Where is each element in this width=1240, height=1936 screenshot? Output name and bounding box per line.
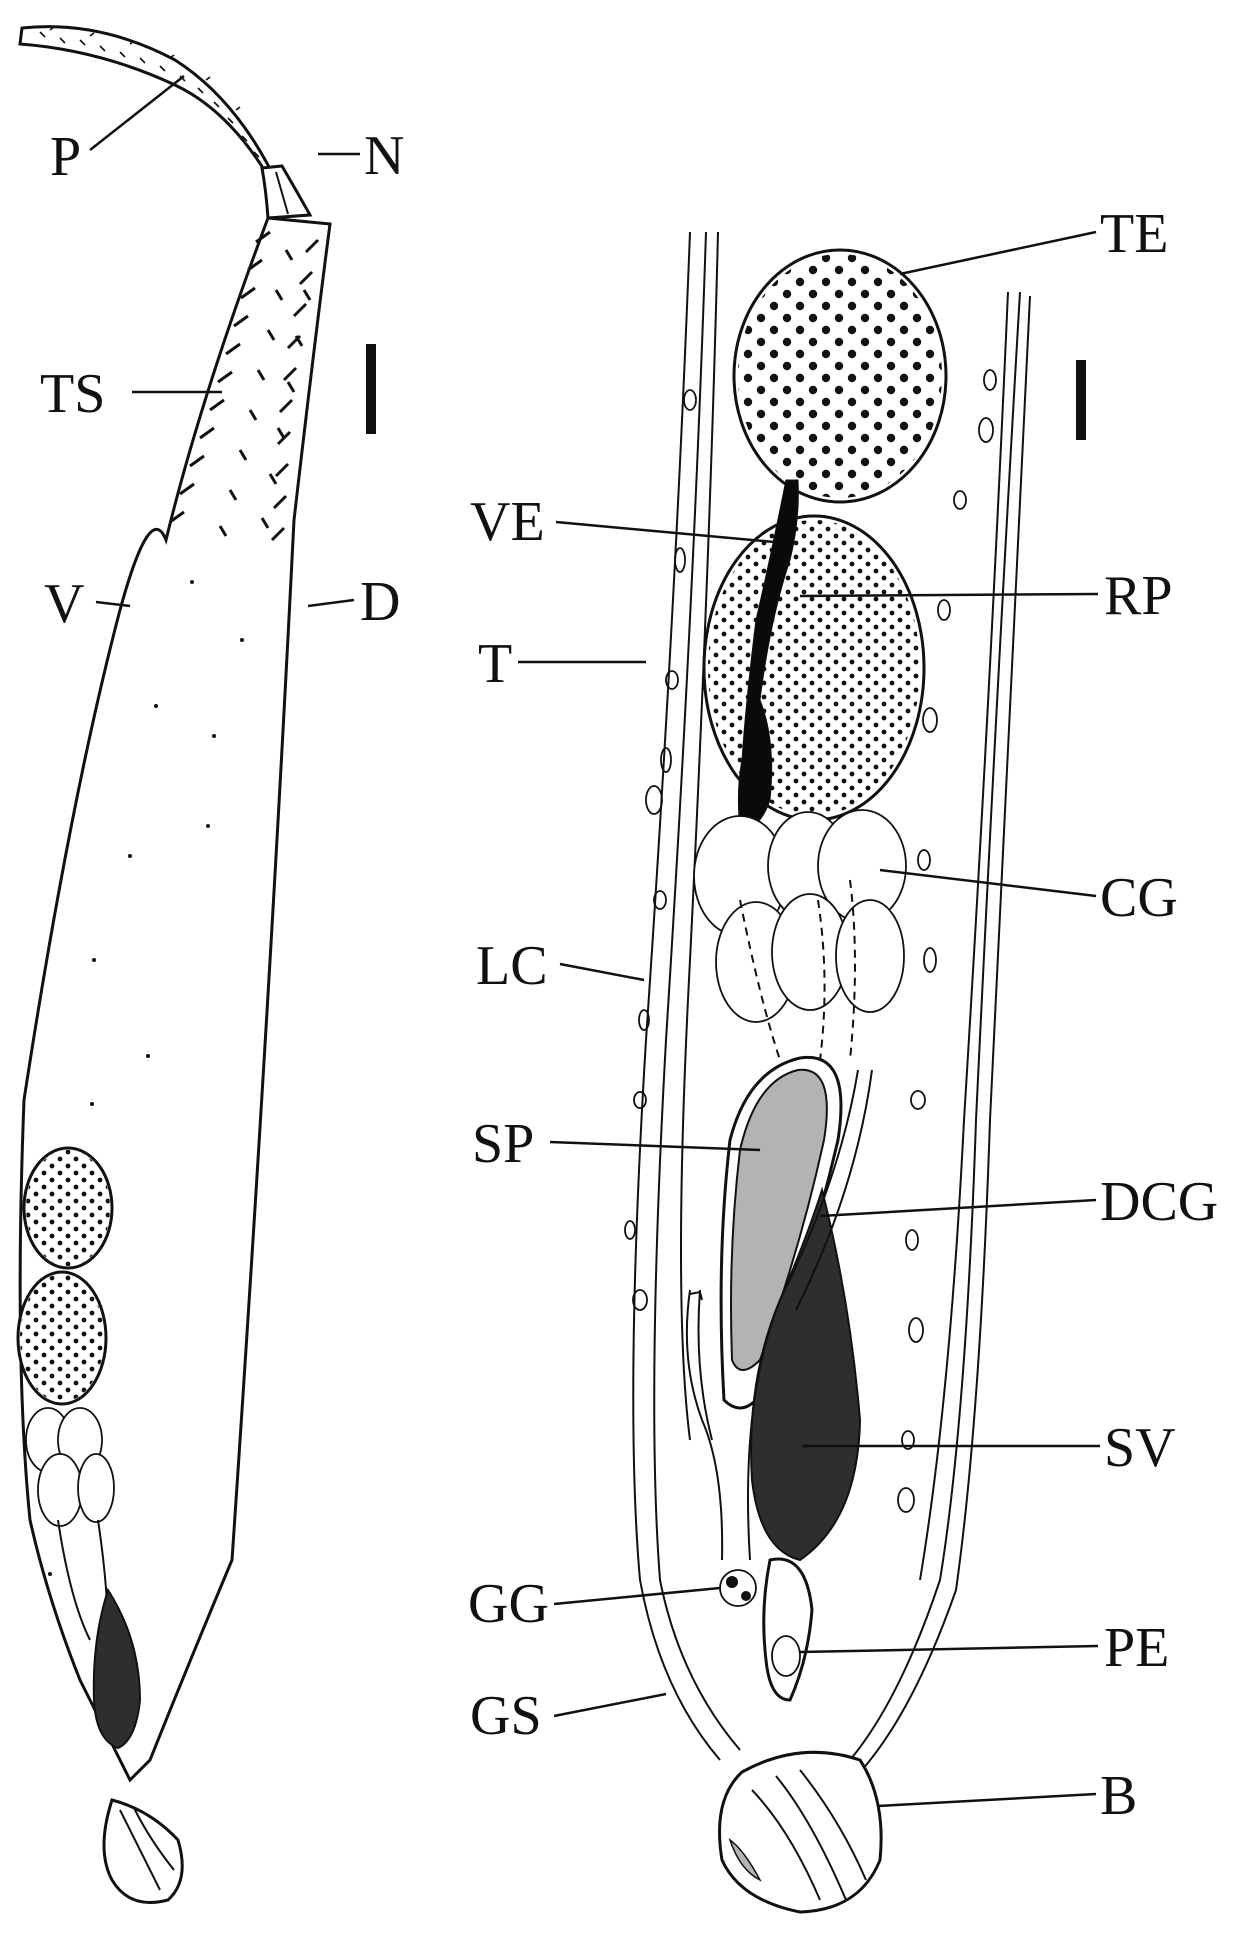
trunk bbox=[18, 216, 332, 1783]
label-PE: PE bbox=[1104, 1617, 1169, 1679]
left-seminal-vesicle bbox=[92, 1587, 142, 1750]
cement-gland-duct bbox=[747, 1069, 873, 1561]
label-GS: GS bbox=[470, 1685, 542, 1747]
lacunar-canal-cells bbox=[624, 369, 997, 1513]
penis bbox=[762, 1557, 814, 1702]
label-N: N bbox=[364, 125, 404, 187]
right-body-wall-right bbox=[849, 291, 1021, 1761]
panel-left bbox=[16, 25, 332, 1904]
label-TS: TS bbox=[40, 363, 105, 425]
label-VE: VE bbox=[470, 491, 545, 553]
proboscis-hooks bbox=[39, 26, 260, 158]
right-testis-anterior-dots bbox=[738, 254, 942, 498]
label-SP: SP bbox=[472, 1113, 534, 1175]
left-scale-bar bbox=[366, 344, 376, 434]
label-DCG: DCG bbox=[1100, 1171, 1218, 1233]
label-TE: TE bbox=[1100, 203, 1168, 265]
panel-right bbox=[624, 231, 1086, 1914]
left-testis-anterior-dots bbox=[26, 1150, 110, 1266]
left-labels: P N TS V D bbox=[40, 75, 404, 635]
genital-ganglion bbox=[719, 1569, 757, 1607]
label-SV: SV bbox=[1104, 1417, 1176, 1479]
trunk-dots bbox=[48, 580, 244, 1576]
neck bbox=[260, 164, 313, 220]
saefftigens-pouch bbox=[730, 1068, 828, 1371]
right-scale-bar bbox=[1076, 360, 1086, 440]
label-LC: LC bbox=[476, 935, 548, 997]
label-P: P bbox=[50, 126, 81, 188]
right-body-wall-left bbox=[632, 231, 721, 1761]
label-V: V bbox=[44, 573, 84, 635]
label-CG: CG bbox=[1100, 867, 1178, 929]
label-T: T bbox=[478, 633, 512, 695]
trunk-spines bbox=[169, 230, 320, 542]
left-bursa bbox=[102, 1798, 184, 1904]
left-cement-glands bbox=[25, 1407, 115, 1661]
label-B: B bbox=[1100, 1765, 1137, 1827]
label-GG: GG bbox=[468, 1573, 549, 1635]
right-bursa bbox=[718, 1750, 883, 1914]
label-D: D bbox=[360, 571, 400, 633]
left-testis-posterior-dots bbox=[20, 1274, 104, 1402]
right-cement-glands bbox=[693, 809, 907, 1061]
label-RP: RP bbox=[1104, 565, 1173, 627]
right-labels: TE VE RP T CG LC SP DCG SV GG PE GS B bbox=[468, 203, 1218, 1827]
